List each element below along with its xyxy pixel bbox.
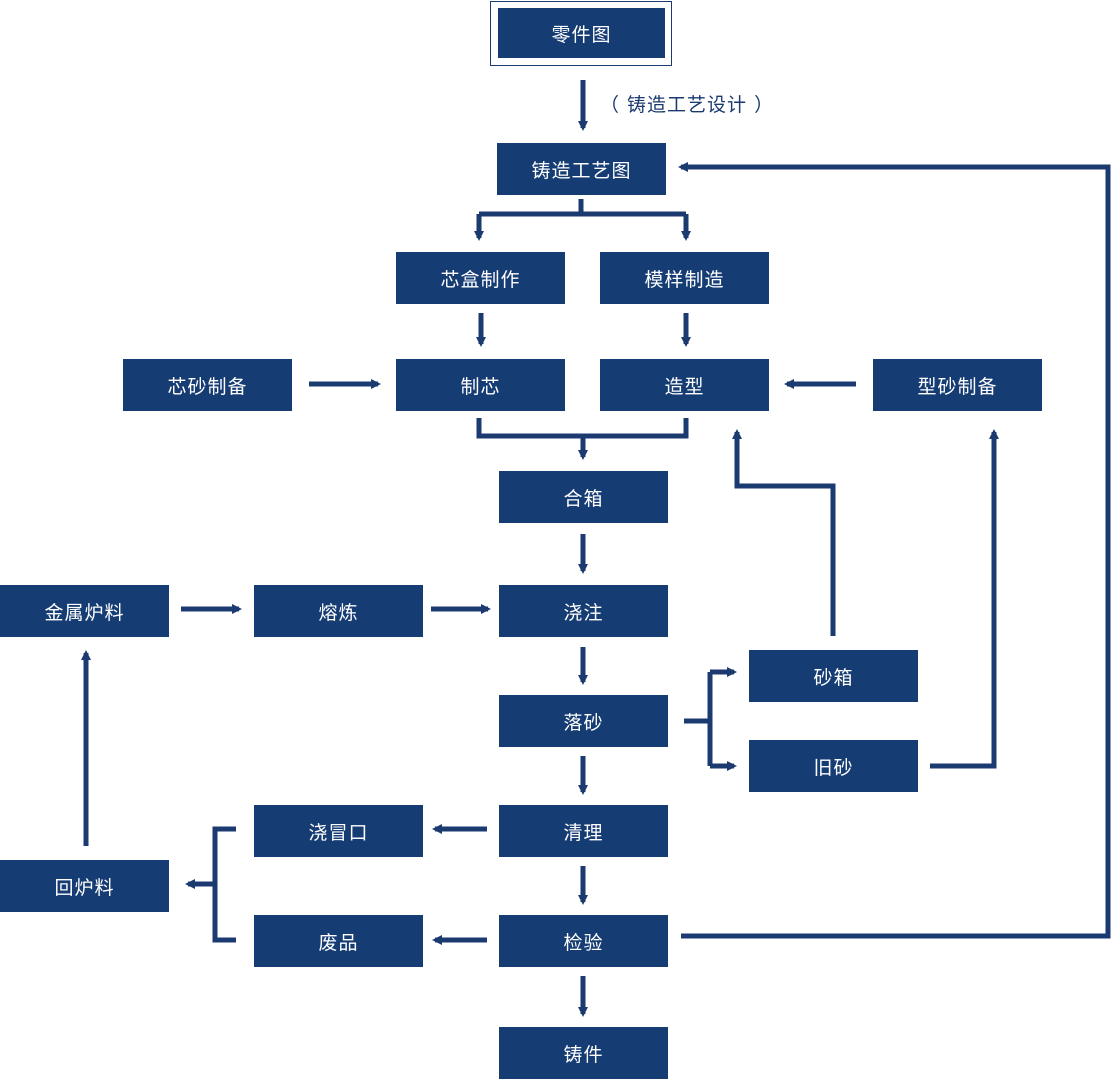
connector-used-sand-return (930, 429, 999, 769)
node-used-sand: 旧砂 (749, 740, 918, 792)
node-molding: 造型 (600, 359, 769, 411)
node-casting: 铸件 (499, 1027, 668, 1079)
edge-label-casting-process-design: （ 铸造工艺设计 ） (600, 94, 775, 116)
node-mold-sand-prep: 型砂制备 (873, 359, 1042, 411)
connector-inspection-feedback (678, 162, 1111, 939)
connector-process-split (479, 199, 686, 217)
node-riser-removal: 浇冒口 (254, 805, 423, 857)
node-cleaning: 清理 (499, 805, 668, 857)
connector-returns-bracket (212, 826, 236, 943)
node-mold-closing: 合箱 (499, 471, 668, 523)
node-melting: 熔炼 (254, 585, 423, 637)
node-returns: 回炉料 (0, 860, 169, 912)
node-core-box-making: 芯盒制作 (396, 252, 565, 304)
node-metal-charge: 金属炉料 (0, 585, 169, 637)
node-sand-flask: 砂箱 (749, 650, 918, 702)
node-inspection: 检验 (499, 915, 668, 967)
node-pouring: 浇注 (499, 585, 668, 637)
node-casting-process-drawing: 铸造工艺图 (497, 143, 666, 195)
connector-shakeout-split (684, 672, 713, 766)
node-core-making: 制芯 (396, 359, 565, 411)
connector-core-molding-merge (476, 418, 689, 439)
connector-flask-return-to-molding (732, 429, 836, 636)
node-pattern-making: 模样制造 (600, 252, 769, 304)
node-part-drawing: 零件图 (498, 8, 665, 58)
node-scrap: 废品 (254, 915, 423, 967)
part-drawing-frame (490, 1, 672, 66)
node-shakeout: 落砂 (499, 695, 668, 747)
node-core-sand-prep: 芯砂制备 (123, 359, 292, 411)
